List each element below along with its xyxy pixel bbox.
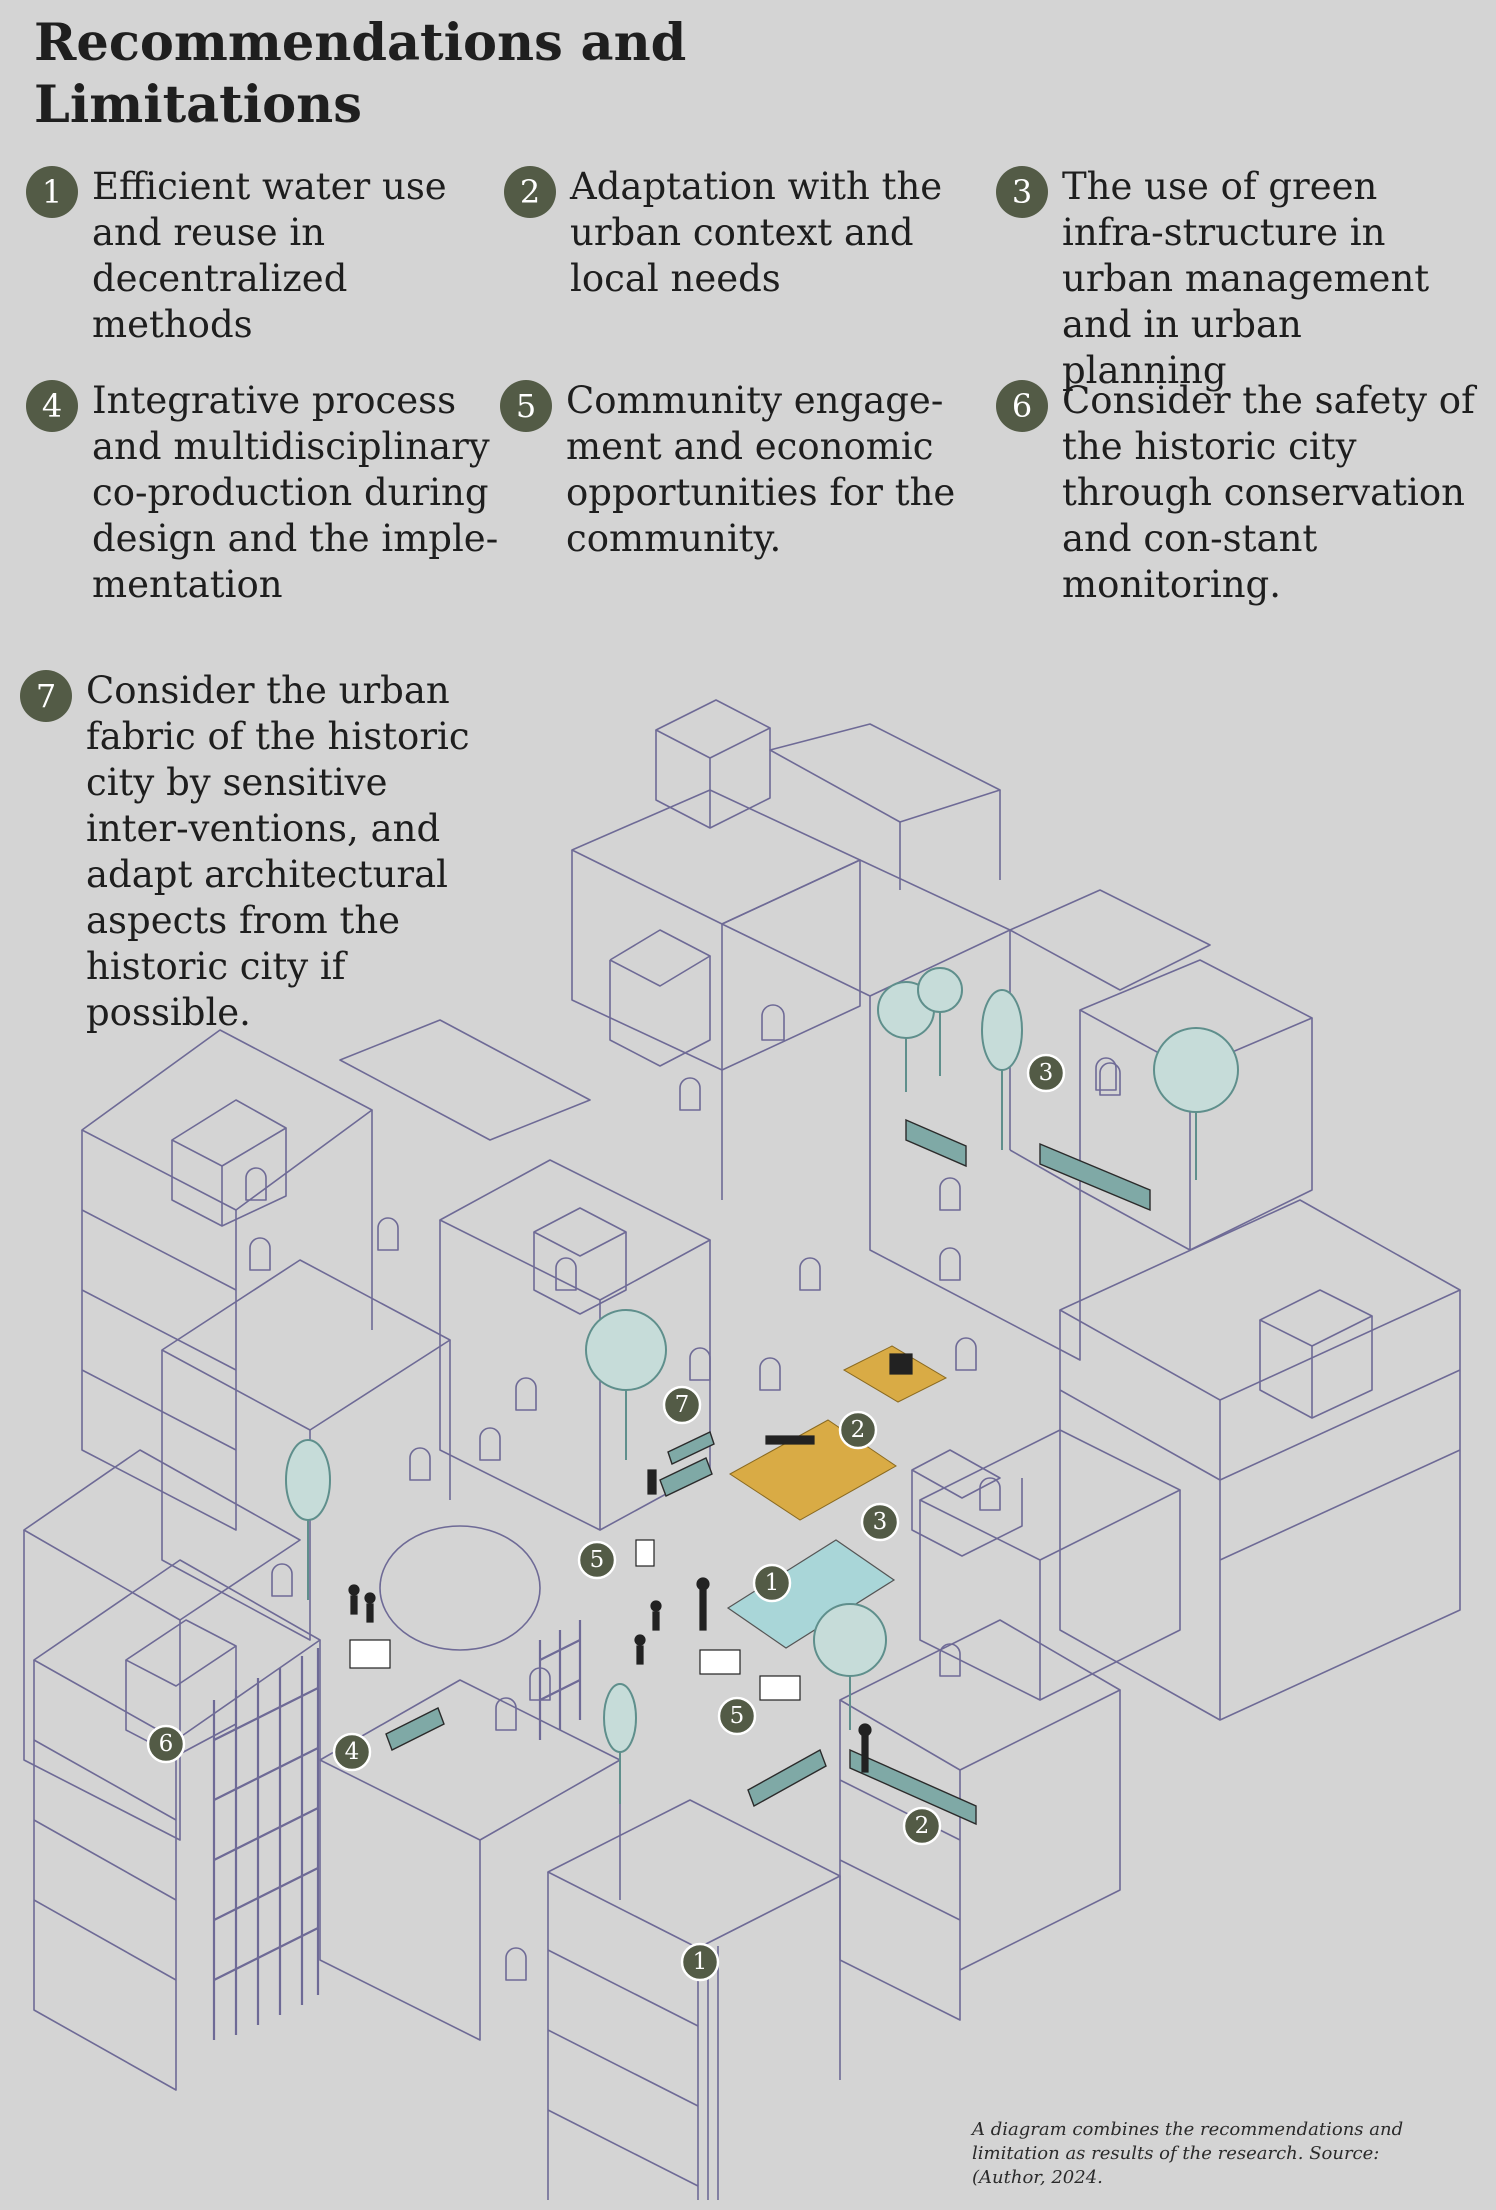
planter-boxes — [385, 1118, 1151, 1826]
number-badge: 4 — [26, 380, 78, 432]
recommendation-text: Efficient water use and reuse in decentr… — [92, 165, 447, 346]
recommendation-text: Consider the safety of the historic city… — [1062, 379, 1475, 606]
water-basin — [726, 1539, 896, 1649]
svg-text:3: 3 — [1039, 1060, 1054, 1086]
diagram-marker: 5 — [577, 1540, 617, 1580]
diagram-marker: 1 — [680, 1942, 720, 1982]
svg-text:2: 2 — [851, 1417, 866, 1443]
diagram-marker: 4 — [332, 1732, 372, 1772]
svg-text:4: 4 — [345, 1739, 360, 1765]
svg-text:1: 1 — [693, 1949, 708, 1975]
diagram-marker: 5 — [717, 1696, 757, 1736]
svg-text:5: 5 — [730, 1703, 745, 1729]
number-badge: 7 — [20, 670, 72, 722]
number-badge: 6 — [996, 380, 1048, 432]
svg-text:6: 6 — [159, 1731, 174, 1757]
building-line-drawing — [23, 699, 1461, 2200]
paved-areas — [729, 1345, 948, 1521]
number-badge: 5 — [500, 380, 552, 432]
diagram-marker: 3 — [860, 1502, 900, 1542]
trees — [285, 967, 1239, 1804]
diagram-markers: 3 7 2 3 5 1 5 6 4 2 1 — [146, 1053, 1066, 1982]
figure-caption: A diagram combines the recommendations a… — [972, 2119, 1404, 2188]
number-badge: 1 — [26, 166, 78, 218]
recommendation-text: Consider the urban fabric of the histori… — [86, 669, 470, 1034]
svg-text:3: 3 — [873, 1509, 888, 1535]
number-badge: 2 — [504, 166, 556, 218]
svg-text:2: 2 — [915, 1813, 930, 1839]
page-title: Recommendations and Limitations — [34, 13, 687, 135]
diagram-marker: 1 — [752, 1563, 792, 1603]
svg-text:5: 5 — [590, 1547, 605, 1573]
recommendation-text: Integrative process and multidisciplinar… — [92, 379, 499, 606]
recommendation-text: Community engage-ment and economic oppor… — [566, 379, 956, 560]
svg-text:1: 1 — [765, 1570, 780, 1596]
diagram-marker: 2 — [902, 1806, 942, 1846]
diagram-marker: 2 — [838, 1410, 878, 1450]
number-badge: 3 — [996, 166, 1048, 218]
people-and-furniture — [348, 1353, 913, 1773]
recommendation-text: The use of green infra-structure in urba… — [1062, 165, 1430, 392]
svg-text:7: 7 — [675, 1392, 690, 1418]
diagram-marker: 6 — [146, 1724, 186, 1764]
diagram-marker: 7 — [662, 1385, 702, 1425]
diagram-marker: 3 — [1026, 1053, 1066, 1093]
recommendation-text: Adaptation with the urban context and lo… — [570, 165, 943, 300]
